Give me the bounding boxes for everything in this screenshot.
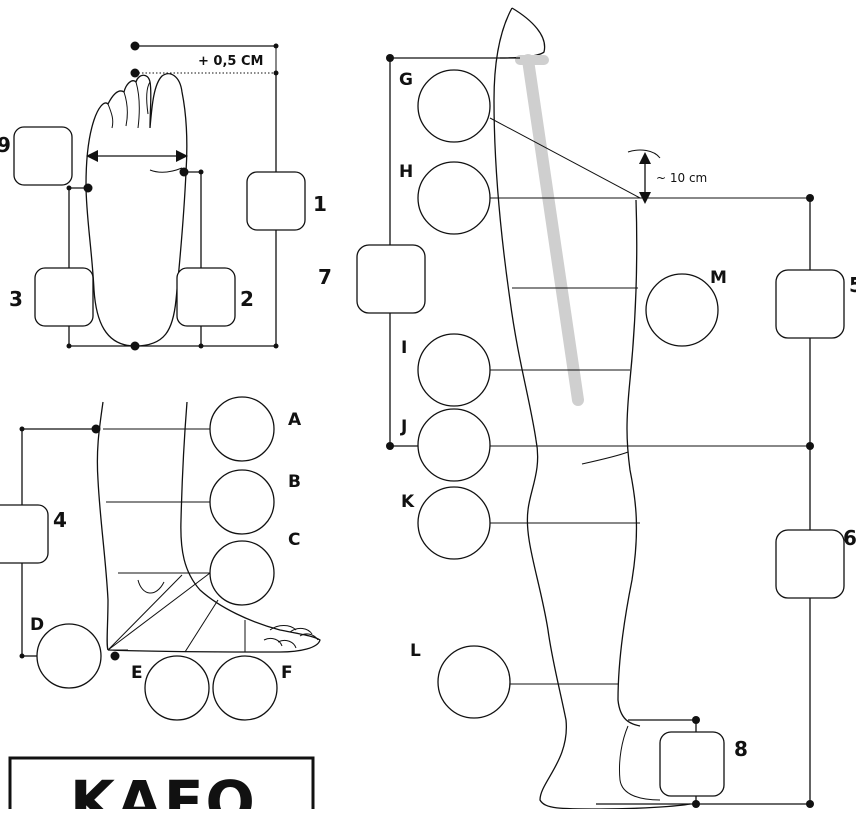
circle-m[interactable]	[645, 273, 719, 347]
label-m: M	[710, 268, 727, 288]
label-k: K	[401, 492, 415, 512]
circle-h[interactable]	[417, 161, 491, 235]
circle-i[interactable]	[417, 333, 491, 407]
measure-box-6[interactable]	[775, 529, 845, 599]
ankle-outline	[96, 401, 109, 651]
title: KAFO	[70, 768, 257, 809]
label-g: G	[399, 70, 413, 90]
measure-box-2[interactable]	[176, 267, 236, 327]
title-box: KAFO	[8, 756, 315, 814]
label-j: J	[400, 417, 407, 437]
circle-f[interactable]	[212, 655, 278, 721]
measure-box-9[interactable]	[13, 126, 73, 186]
leg-outline	[493, 7, 691, 810]
label-4: 4	[53, 508, 67, 532]
foot-outline	[85, 73, 188, 347]
toe-allowance-label: + 0,5 CM	[198, 54, 263, 69]
label-a: A	[288, 410, 302, 430]
circle-a[interactable]	[209, 396, 275, 462]
measure-box-8[interactable]	[659, 731, 725, 797]
label-7: 7	[318, 265, 332, 289]
label-3: 3	[9, 287, 23, 311]
circle-k[interactable]	[417, 486, 491, 560]
measure-box-7[interactable]	[356, 244, 426, 314]
label-e: E	[131, 663, 143, 683]
measure-box-5[interactable]	[775, 269, 845, 339]
circle-j[interactable]	[417, 408, 491, 482]
measure-box-3[interactable]	[34, 267, 94, 327]
circle-l[interactable]	[437, 645, 511, 719]
label-2: 2	[240, 287, 254, 311]
arrowhead-up-icon	[639, 152, 651, 164]
label-6: 6	[843, 526, 856, 550]
measure-box-1[interactable]	[246, 171, 306, 231]
ankle-side-view: A B C D E F 4	[0, 396, 321, 721]
circle-d[interactable]	[36, 623, 102, 689]
toe-lines	[107, 81, 140, 129]
label-c: C	[288, 530, 300, 550]
label-h: H	[399, 162, 413, 182]
label-9: 9	[0, 133, 11, 157]
kafo-bar	[522, 54, 584, 406]
label-f: F	[281, 663, 293, 683]
label-8: 8	[734, 737, 748, 761]
circle-g[interactable]	[417, 69, 491, 143]
arrowhead-left-icon	[86, 150, 98, 162]
leg-side-view: G H ~ 10 cm M I J K L	[318, 7, 856, 810]
label-5: 5	[849, 273, 856, 297]
circle-e[interactable]	[144, 655, 210, 721]
label-d: D	[30, 615, 44, 635]
foot-top-view: + 0,5 CM 1 3 2 9	[0, 41, 327, 351]
arrowhead-down-icon	[639, 192, 651, 204]
measure-box-4[interactable]	[0, 504, 49, 564]
circle-c[interactable]	[209, 540, 275, 606]
circle-b[interactable]	[209, 469, 275, 535]
label-b: B	[288, 472, 301, 492]
label-l: L	[410, 641, 421, 661]
knee-offset-label: ~ 10 cm	[656, 171, 707, 185]
label-1: 1	[313, 192, 327, 216]
arrowhead-right-icon	[176, 150, 188, 162]
label-i: I	[401, 338, 407, 358]
